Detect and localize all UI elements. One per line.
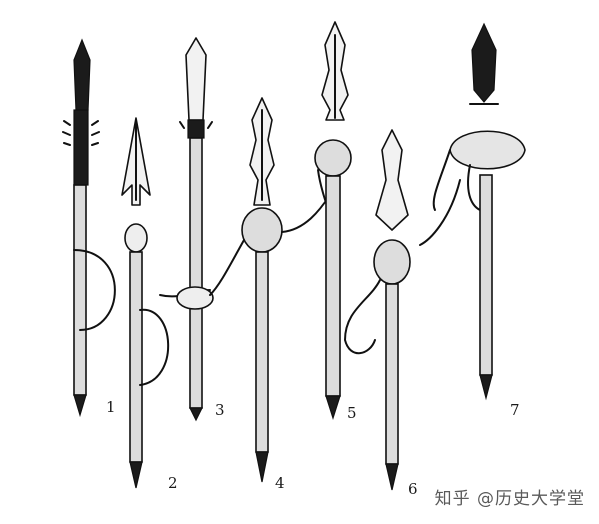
label-5: 5 xyxy=(347,404,357,422)
label-4: 4 xyxy=(275,474,285,492)
spear-6 xyxy=(344,129,411,491)
label-6: 6 xyxy=(408,480,418,498)
watermark: 知乎 @历史大学堂 xyxy=(434,489,585,509)
label-1: 1 xyxy=(106,398,116,416)
label-2: 2 xyxy=(168,474,178,492)
spear-5 xyxy=(314,21,352,420)
spear-1 xyxy=(62,38,116,418)
label-7: 7 xyxy=(510,401,520,419)
spear-2 xyxy=(121,117,170,489)
label-3: 3 xyxy=(215,401,225,419)
spear-7 xyxy=(419,22,526,401)
spear-3 xyxy=(159,37,214,422)
spear-4 xyxy=(209,97,331,483)
